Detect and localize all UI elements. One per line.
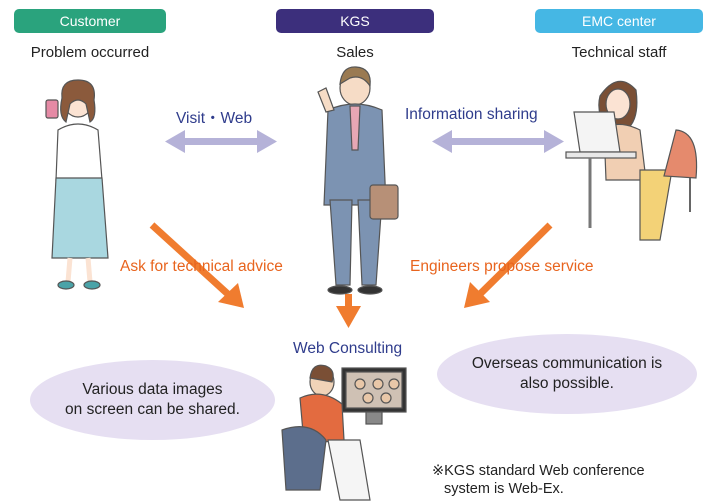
emc-role-label: Technical staff [571,44,667,61]
arrow-kgs-to-consulting [336,294,361,328]
ask-advice-label: Ask for technical advice [120,258,283,275]
overseas-line2: also possible. [520,375,614,392]
web-ex-note-line2: system is Web-Ex. [444,481,564,497]
web-ex-note-line1: ※KGS standard Web conference [432,463,645,479]
arrow-customer-to-consulting [149,222,244,308]
data-sharing-line1: Various data images [82,381,223,398]
web-consulting-label: Web Consulting [293,340,403,357]
data-sharing-line2: on screen can be shared. [65,401,240,418]
customer-illustration [45,79,109,290]
double-arrow-visit-web [165,130,277,153]
engineers-propose-label: Engineers propose service [410,258,594,275]
visit-web-label: Visit・Web [176,110,253,127]
web-consulting-illustration [281,364,407,501]
customer-header-label: Customer [59,13,121,29]
customer-role-label: Problem occurred [30,44,150,61]
overseas-line1: Overseas communication is [471,355,663,372]
emc-header-badge: EMC center [535,9,703,33]
kgs-role-label: Sales [336,44,374,61]
data-sharing-bubble: Various data images on screen can be sha… [30,360,275,440]
double-arrow-info-sharing [432,130,564,153]
sales-illustration [317,66,399,295]
info-sharing-label: Information sharing [405,106,538,123]
overseas-bubble: Overseas communication is also possible. [437,334,697,414]
web-ex-note: ※KGS standard Web conference system is W… [432,462,645,498]
emc-header-label: EMC center [582,13,656,29]
kgs-header-badge: KGS [276,9,434,33]
customer-header-badge: Customer [14,9,166,33]
technical-staff-illustration [565,80,698,241]
kgs-header-label: KGS [340,13,370,29]
arrow-emc-to-consulting [464,222,553,308]
